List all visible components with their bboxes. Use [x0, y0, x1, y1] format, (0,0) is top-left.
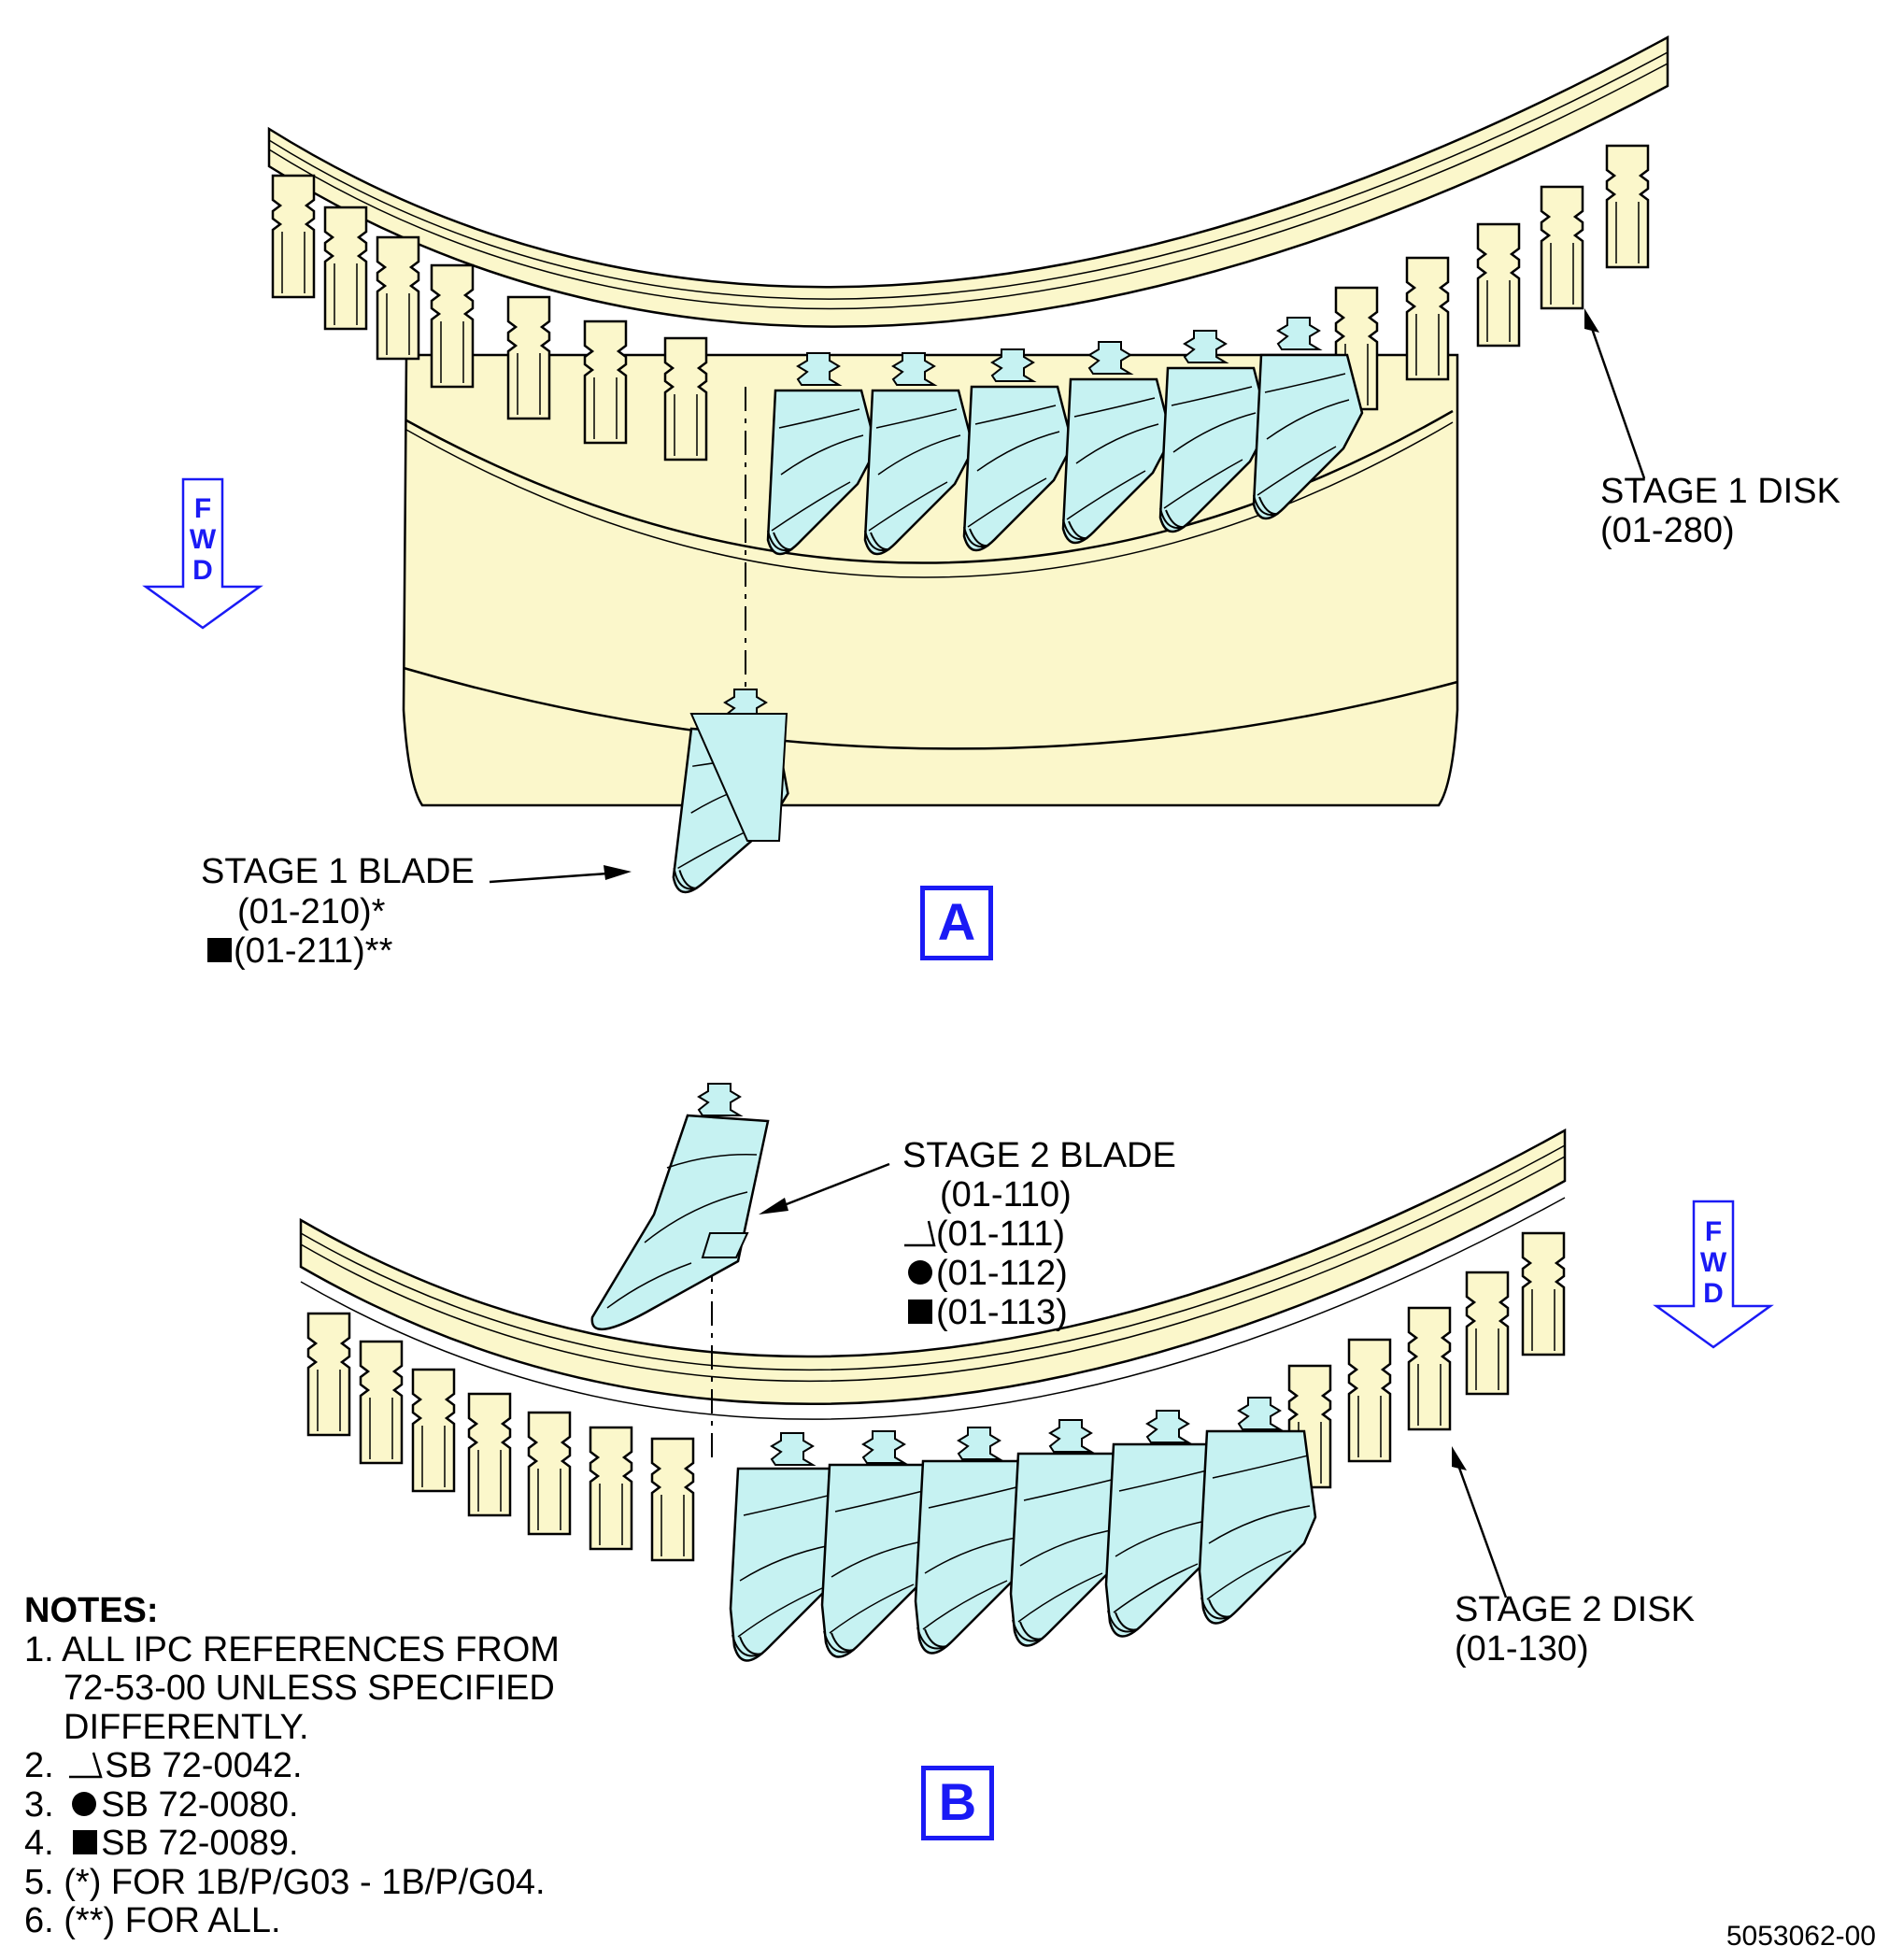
fwd-letter: W: [189, 524, 217, 555]
stage-2-blade-ref-2: (01-111): [936, 1214, 1065, 1254]
note-1-line-2: 72-53-00 UNLESS SPECIFIED: [64, 1669, 555, 1708]
note-2-text: SB 72-0042.: [105, 1746, 303, 1785]
triangle-symbol-icon: [904, 1220, 936, 1247]
note-4-text: SB 72-0089.: [101, 1824, 299, 1863]
square-symbol-icon: [207, 938, 232, 962]
circle-symbol-icon: [908, 1260, 932, 1285]
stage-1-blade-ref-1: (01-210)*: [237, 892, 386, 931]
fwd-letter: W: [1699, 1247, 1727, 1278]
stage-2-blade-ref-2-row: (01-111): [902, 1214, 1065, 1254]
document-number: 5053062-00: [1726, 1921, 1876, 1952]
fwd-letter: F: [193, 493, 212, 524]
stage-2-blade-ref-3-row: (01-112): [906, 1254, 1068, 1293]
fwd-arrow-icon: [142, 477, 263, 630]
square-symbol-icon: [908, 1300, 932, 1324]
fwd-arrow-icon: [1653, 1200, 1774, 1349]
note-1-line-1: 1. ALL IPC REFERENCES FROM: [24, 1629, 560, 1669]
fwd-letter: D: [1703, 1278, 1724, 1309]
stage-2-blade-label: STAGE 2 BLADE: [902, 1136, 1176, 1175]
note-4-number: 4.: [24, 1824, 54, 1863]
note-2-number: 2.: [24, 1746, 54, 1785]
note-6: 6. (**) FOR ALL.: [24, 1901, 281, 1940]
stage-1-disk-label: STAGE 1 DISK: [1600, 472, 1840, 511]
note-4: 4. SB 72-0089.: [24, 1824, 560, 1864]
stage-2-blade-ref-4-row: (01-113): [906, 1293, 1068, 1332]
view-a-drawing: [142, 35, 1669, 901]
note-1-line-3: DIFFERENTLY.: [64, 1707, 309, 1747]
stage-2-blade-ref-4: (01-113): [936, 1293, 1068, 1332]
view-b-marker: B: [921, 1766, 994, 1840]
square-symbol-icon: [73, 1830, 98, 1854]
stage-1-blade-label: STAGE 1 BLADE: [201, 852, 475, 891]
notes-block: NOTES: 1. ALL IPC REFERENCES FROM 72-53-…: [24, 1591, 560, 1941]
triangle-symbol-icon: [69, 1752, 103, 1779]
stage-1-blade-ref-2-row: (01-211)**: [206, 931, 392, 971]
fwd-label-b: F W D: [1695, 1216, 1732, 1309]
fwd-letter: D: [192, 555, 213, 586]
stage-1-blade-ref-2: (01-211)**: [234, 931, 393, 971]
fwd-label-a: F W D: [184, 493, 221, 586]
note-2: 2. SB 72-0042.: [24, 1746, 560, 1786]
stage-2-disk-ref: (01-130): [1455, 1629, 1589, 1669]
stage-1-disk-ref: (01-280): [1600, 511, 1735, 550]
fwd-letter: F: [1704, 1216, 1723, 1247]
note-3-number: 3.: [24, 1784, 54, 1825]
stage-2-blade-ref-3: (01-112): [936, 1254, 1068, 1293]
note-3: 3. SB 72-0080.: [24, 1784, 560, 1825]
note-3-text: SB 72-0080.: [101, 1784, 299, 1825]
stage-2-disk-label: STAGE 2 DISK: [1455, 1590, 1695, 1629]
view-b-drawing: [299, 1083, 1774, 1662]
stage-2-blade-ref-1: (01-110): [940, 1175, 1072, 1214]
note-5: 5. (*) FOR 1B/P/G03 - 1B/P/G04.: [24, 1862, 546, 1902]
notes-title: NOTES:: [24, 1591, 159, 1630]
circle-symbol-icon: [72, 1791, 97, 1816]
view-a-marker: A: [920, 886, 993, 960]
